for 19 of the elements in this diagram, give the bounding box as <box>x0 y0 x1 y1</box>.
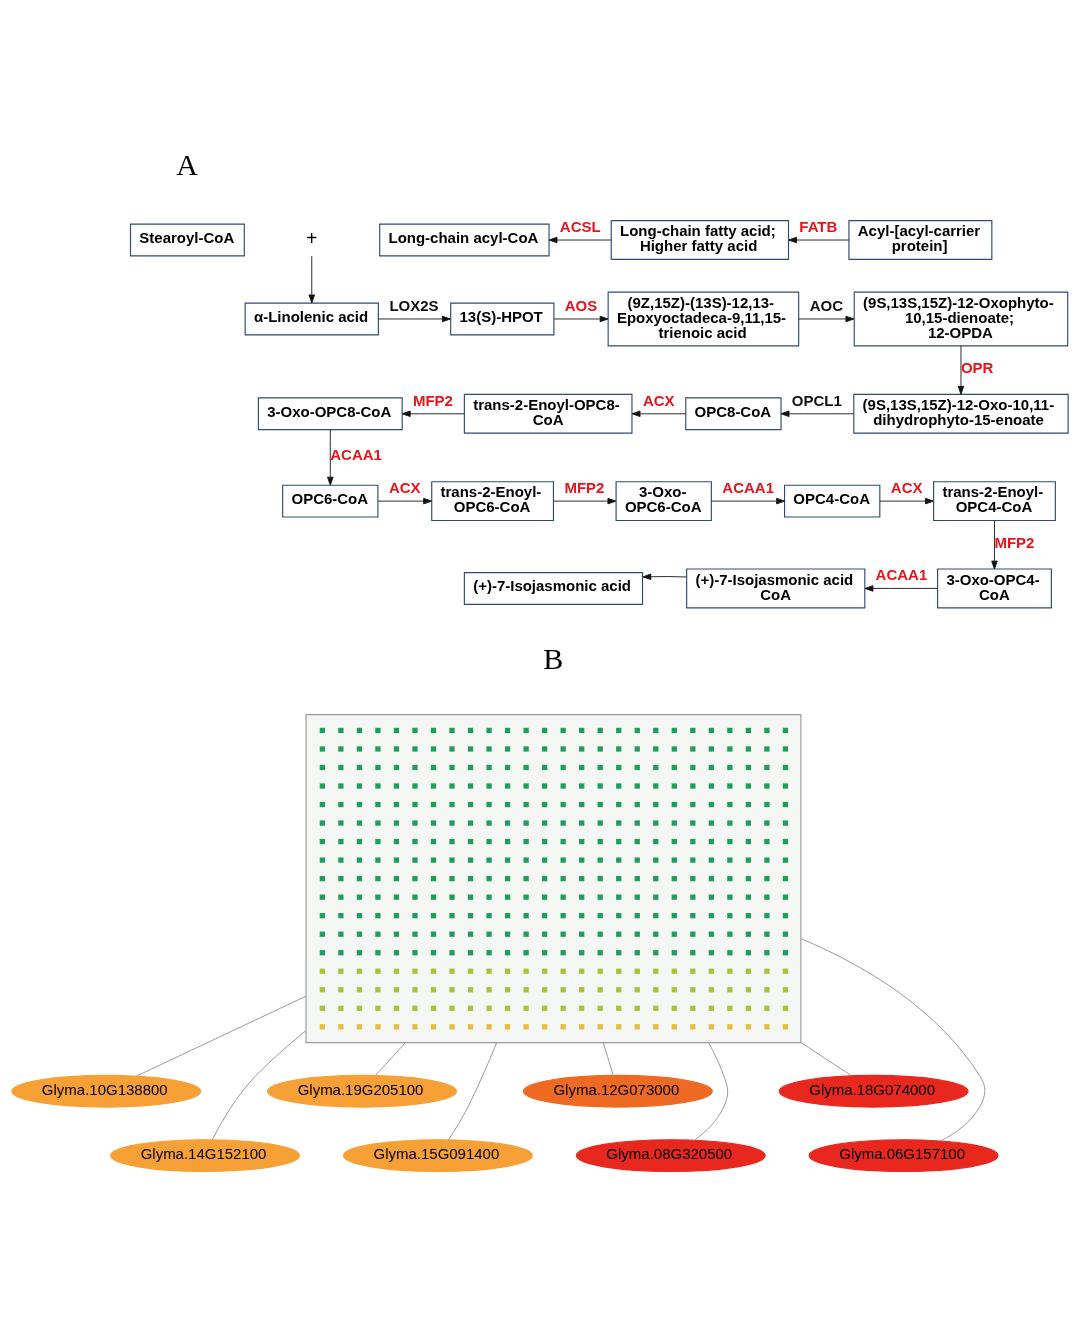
edge-label: FATB <box>799 217 838 235</box>
edge-label: OPCL1 <box>791 391 842 409</box>
edge-label: LOX2S <box>389 296 439 314</box>
node-text: + <box>306 226 318 249</box>
edge-label: AOC <box>809 296 843 314</box>
edge-label: MFP2 <box>994 533 1035 551</box>
edge-label: AOS <box>564 296 598 314</box>
edge-label: ACAA1 <box>722 478 774 496</box>
label: B <box>543 641 564 675</box>
edge-label: OPR <box>960 358 994 376</box>
edge-label: ACAA1 <box>330 446 382 464</box>
edge-label: ACSL <box>559 217 601 235</box>
edge-label: MFP2 <box>564 478 605 496</box>
edge-label: ACX <box>890 478 923 496</box>
label: A <box>176 147 199 181</box>
edge-label: ACX <box>388 478 421 496</box>
edge-label: MFP2 <box>412 391 453 409</box>
edge-label: ACAA1 <box>875 566 928 584</box>
edge-label: ACX <box>642 391 675 409</box>
